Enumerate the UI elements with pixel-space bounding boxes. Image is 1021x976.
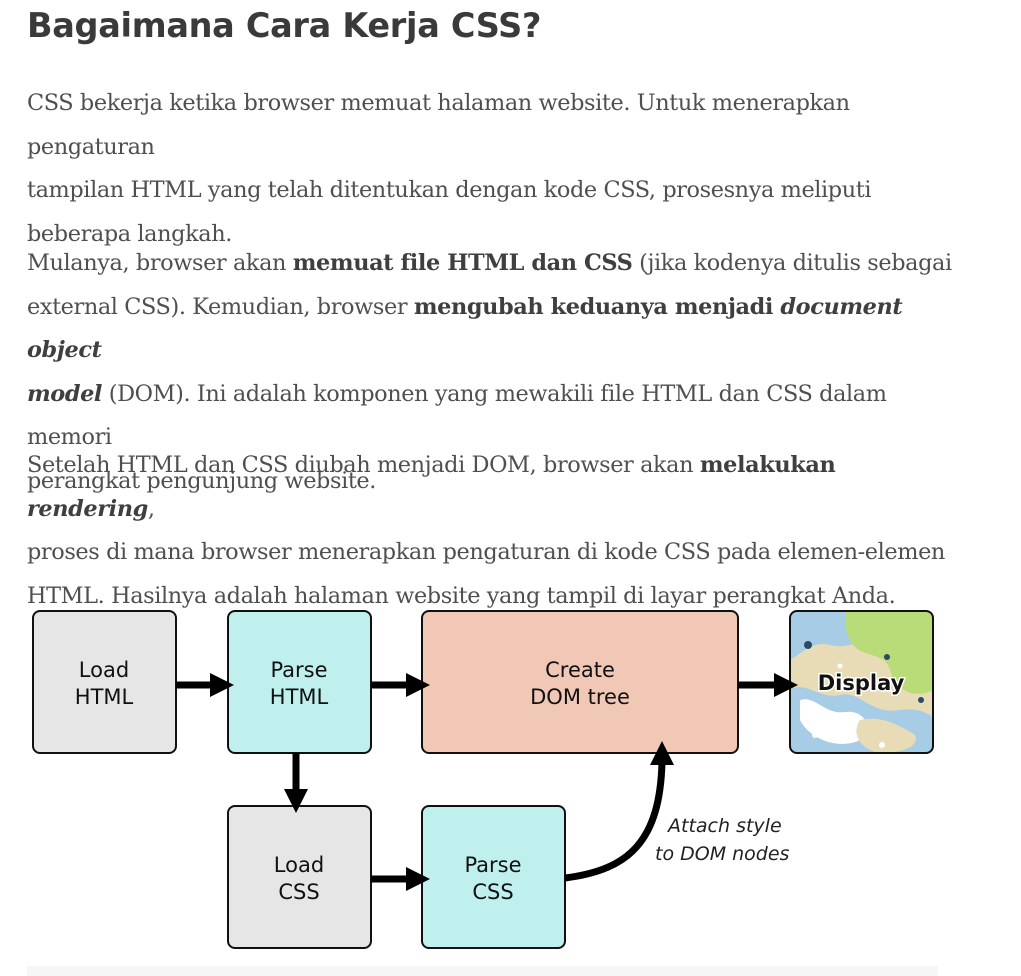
parse-html-label-1: Parse <box>270 658 327 682</box>
create-dom-box: Create DOM tree <box>421 610 739 754</box>
paragraph-1: CSS bekerja ketika browser memuat halama… <box>27 82 957 256</box>
paragraph-1-line-2: tampilan HTML yang telah ditentukan deng… <box>27 177 872 203</box>
load-html-box: Load HTML <box>32 610 177 754</box>
p2-text-1: Mulanya, browser akan <box>27 250 293 276</box>
display-label: Display <box>818 671 905 695</box>
arrow-load-css-to-parse-css <box>371 867 430 891</box>
load-html-label-1: Load <box>79 658 129 682</box>
arrow-load-to-parse-html <box>176 673 234 697</box>
paragraph-1-line-3: beberapa langkah. <box>27 220 232 247</box>
parse-css-label-1: Parse <box>464 853 521 877</box>
p3-text-1: Setelah HTML dan CSS diubah menjadi DOM,… <box>27 452 700 478</box>
page-title: Bagaimana Cara Kerja CSS? <box>27 6 542 45</box>
p3-bold-rendering: melakukan <box>699 452 836 478</box>
paragraph-3: Setelah HTML dan CSS diubah menjadi DOM,… <box>27 444 957 618</box>
paragraph-1-line-1: CSS bekerja ketika browser memuat halama… <box>27 90 850 160</box>
p2-bold-italic-dom-2: model <box>27 380 103 407</box>
display-pattern <box>790 611 933 753</box>
arrow-create-dom-to-display <box>738 673 798 697</box>
p2-text-3: external CSS). Kemudian, browser <box>27 293 414 320</box>
load-html-label-2: HTML <box>75 685 134 709</box>
p3-text-2: proses di mana browser menerapkan pengat… <box>27 539 945 565</box>
p2-bold-convert: mengubah keduanya menjadi <box>413 293 781 320</box>
paragraph-2: Mulanya, browser akan memuat file HTML d… <box>27 242 957 503</box>
create-dom-label-2: DOM tree <box>530 685 630 709</box>
load-css-label-1: Load <box>274 853 324 877</box>
display-box: Display <box>789 610 934 754</box>
bottom-divider <box>27 966 938 976</box>
p3-comma: , <box>147 495 155 522</box>
p2-text-5: perangkat pengunjung website. <box>27 467 377 494</box>
arrow-parse-css-to-create-dom <box>564 741 674 882</box>
parse-html-label-2: HTML <box>270 685 329 709</box>
parse-html-box: Parse HTML <box>227 610 372 754</box>
p2-text-4: (DOM). Ini adalah komponen yang mewakili… <box>27 380 887 451</box>
p2-text-2: (jika kodenya ditulis sebagai <box>632 250 952 276</box>
load-css-box: Load CSS <box>227 805 372 949</box>
annotation-line-2: to DOM nodes <box>655 843 790 865</box>
load-css-label-2: CSS <box>278 880 319 904</box>
p3-text-3: HTML. Hasilnya adalah halaman website ya… <box>27 582 896 609</box>
create-dom-label-1: Create <box>545 658 615 682</box>
p2-bold-load-files: memuat file HTML dan CSS <box>292 250 633 276</box>
p2-bold-italic-dom-1: document object <box>27 293 903 364</box>
annotation-line-1: Attach style <box>666 815 782 837</box>
parse-css-box: Parse CSS <box>421 805 566 949</box>
p3-bold-italic-rendering: rendering <box>27 495 148 522</box>
arrow-parse-html-to-load-css <box>284 753 308 813</box>
arrow-parse-html-to-create-dom <box>371 673 430 697</box>
parse-css-label-2: CSS <box>472 880 513 904</box>
